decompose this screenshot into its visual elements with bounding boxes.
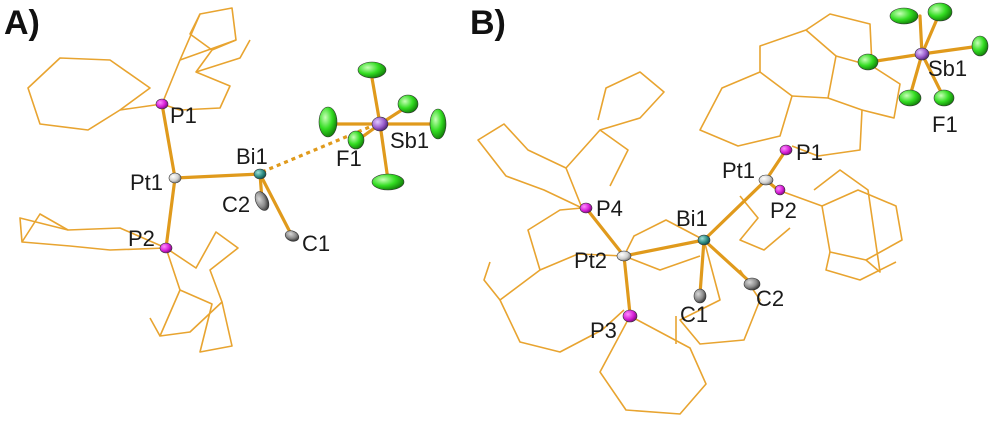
label-b-f1: F1 bbox=[932, 112, 958, 137]
label-p1: P1 bbox=[170, 103, 197, 128]
panel-b-atom-labels: Sb1 F1 P1 Pt1 P2 P4 Bi1 Pt2 P3 C1 C2 bbox=[574, 56, 967, 343]
atom-b-f1 bbox=[933, 89, 955, 107]
atom-pt1 bbox=[168, 172, 182, 184]
atom-b-p3 bbox=[622, 309, 638, 323]
label-b-bi1: Bi1 bbox=[676, 206, 708, 231]
atom-p1 bbox=[155, 98, 169, 110]
label-c1: C1 bbox=[302, 231, 330, 256]
atom-b-pt1 bbox=[758, 174, 774, 186]
atom-b-bi1 bbox=[697, 234, 711, 246]
atom-b-p2 bbox=[774, 184, 786, 196]
label-f1: F1 bbox=[336, 146, 362, 171]
label-b-p3: P3 bbox=[590, 318, 617, 343]
atom-f-left bbox=[318, 106, 338, 138]
panel-a-ligand-wireframe bbox=[19, 7, 251, 353]
atom-b-c2 bbox=[743, 277, 761, 291]
atom-b-f-right bbox=[971, 35, 989, 57]
label-sb1: Sb1 bbox=[390, 128, 429, 153]
panel-a-atoms bbox=[155, 61, 447, 254]
panel-b: B) bbox=[470, 2, 989, 415]
panel-a-label: A) bbox=[4, 4, 40, 42]
atom-p2 bbox=[159, 242, 173, 254]
atom-b-c1 bbox=[693, 288, 707, 304]
atom-f-right bbox=[429, 108, 447, 140]
atom-b-p4 bbox=[579, 202, 593, 214]
label-p2: P2 bbox=[128, 226, 155, 251]
label-b-p2: P2 bbox=[770, 198, 797, 223]
atom-b-f-left bbox=[857, 53, 879, 71]
atom-b-p1 bbox=[779, 144, 793, 156]
atom-c2 bbox=[254, 191, 270, 211]
label-b-p4: P4 bbox=[596, 196, 623, 221]
atom-f1 bbox=[347, 130, 365, 150]
atom-bi1 bbox=[253, 168, 267, 180]
label-c2: C2 bbox=[222, 192, 250, 217]
panel-b-label: B) bbox=[470, 4, 506, 42]
panel-b-ligand-wireframe bbox=[477, 13, 903, 415]
atom-b-f-bottom-left bbox=[898, 89, 922, 107]
panel-a: A) bbox=[4, 4, 447, 353]
atom-b-f-top-right bbox=[927, 2, 953, 22]
label-b-pt1: Pt1 bbox=[722, 158, 755, 183]
label-b-c2: C2 bbox=[756, 286, 784, 311]
atom-b-pt2 bbox=[616, 250, 632, 262]
label-b-c1: C1 bbox=[680, 302, 708, 327]
panel-a-atom-labels: P1 Pt1 Bi1 C2 C1 P2 F1 Sb1 bbox=[128, 103, 429, 256]
label-pt1: Pt1 bbox=[130, 170, 163, 195]
label-b-sb1: Sb1 bbox=[928, 56, 967, 81]
atom-sb1 bbox=[371, 116, 389, 132]
atom-b-f-top-left bbox=[889, 7, 919, 25]
label-bi1: Bi1 bbox=[236, 144, 268, 169]
panel-b-atoms bbox=[579, 2, 989, 323]
atom-f-upper-right bbox=[397, 94, 419, 114]
atom-f-top bbox=[357, 61, 387, 79]
atom-b-sb1 bbox=[914, 47, 930, 61]
label-b-p1: P1 bbox=[796, 140, 823, 165]
panel-a-bonds bbox=[160, 76, 438, 250]
atom-c1 bbox=[284, 230, 300, 242]
label-b-pt2: Pt2 bbox=[574, 248, 607, 273]
atom-f-bottom bbox=[371, 173, 405, 191]
